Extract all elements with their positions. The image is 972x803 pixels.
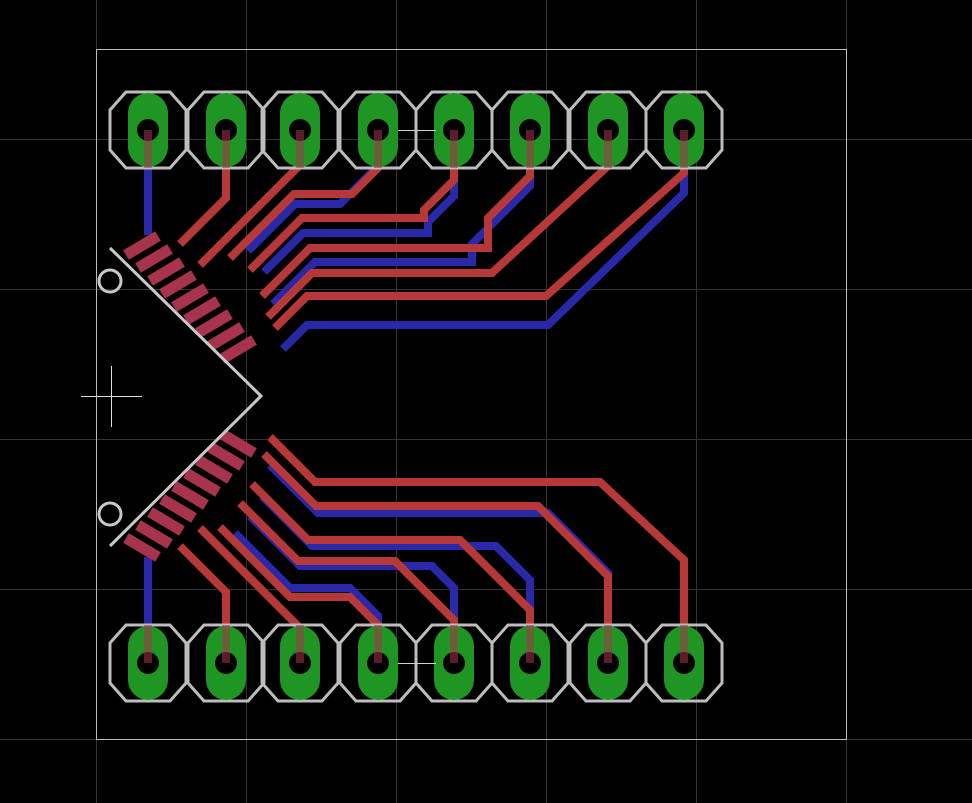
smd-pad[interactable] xyxy=(171,481,209,510)
smd-pad[interactable] xyxy=(195,455,233,484)
chip-smd-pads[interactable] xyxy=(123,231,257,562)
smd-pad[interactable] xyxy=(219,429,257,458)
smd-pad[interactable] xyxy=(123,533,161,562)
smd-pad[interactable] xyxy=(159,494,197,523)
smd-pad[interactable] xyxy=(219,335,257,364)
board-outline[interactable] xyxy=(96,49,847,740)
crosshair-icon xyxy=(81,366,142,427)
smd-pad[interactable] xyxy=(207,442,245,471)
smd-pad[interactable] xyxy=(183,468,221,497)
smd-pad[interactable] xyxy=(147,507,185,536)
trace[interactable] xyxy=(261,451,612,663)
bottom-pin-header[interactable] xyxy=(108,623,724,703)
pin-one-marker-icon xyxy=(97,268,123,294)
smd-pad[interactable] xyxy=(171,283,209,312)
chip-outline xyxy=(108,246,264,548)
smd-pad[interactable] xyxy=(207,322,245,351)
chip-silkscreen xyxy=(97,246,264,548)
smd-pad[interactable] xyxy=(135,244,173,273)
pad-trace-stubs xyxy=(144,130,688,663)
trace[interactable] xyxy=(247,130,458,273)
crosshair-icon xyxy=(398,130,436,664)
smd-pad[interactable] xyxy=(135,520,173,549)
smd-pad[interactable] xyxy=(195,309,233,338)
trace[interactable] xyxy=(267,434,688,663)
smd-pad[interactable] xyxy=(123,231,161,260)
pin-one-marker-icon xyxy=(97,501,123,527)
smd-pad[interactable] xyxy=(183,296,221,325)
smd-pad[interactable] xyxy=(159,270,197,299)
smd-pad[interactable] xyxy=(147,257,185,286)
